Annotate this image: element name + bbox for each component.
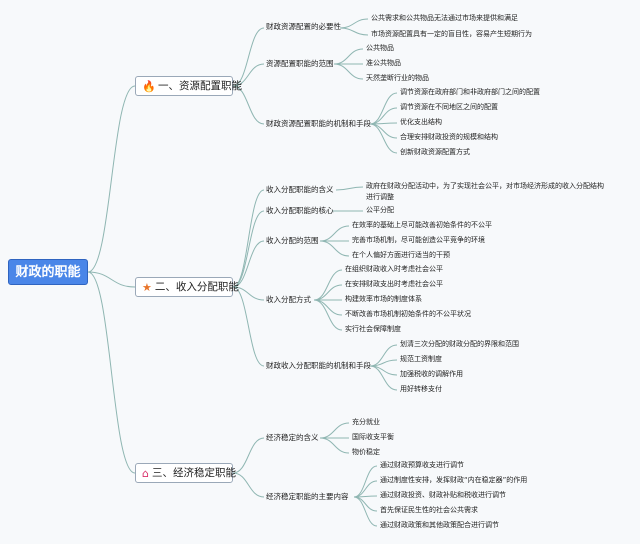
star-icon: ★ — [142, 280, 152, 294]
b2-method-item-3[interactable]: 构建效率市场的制度体系 — [345, 295, 422, 303]
b1-mechanism-item-4[interactable]: 合理安排财政投资的规模和结构 — [400, 133, 498, 141]
b1-mechanism-item-2[interactable]: 调节资源在不同地区之间的配置 — [400, 103, 498, 111]
topic-3-2-to-item-4-line — [353, 496, 378, 512]
topic-3-1-to-item-3-line — [319, 437, 350, 454]
b1-scope-item-1[interactable]: 公共物品 — [366, 44, 394, 52]
b1-scope-item-2[interactable]: 准公共物品 — [366, 59, 401, 67]
b2-method[interactable]: 收入分配方式 — [266, 295, 311, 304]
topic-3-2-to-item-1-line — [353, 465, 378, 498]
b2-mechanism-item-2[interactable]: 规范工资制度 — [400, 355, 442, 363]
b2-scope-item-2[interactable]: 完善市场机制，尽可能创造公平竞争的环境 — [352, 236, 485, 244]
topic-2-5-to-item-4-line — [369, 365, 398, 391]
branch-1-to-topic-3-line — [232, 85, 265, 125]
root-to-branch-2-line — [87, 271, 136, 288]
b3-meaning-item-1[interactable]: 充分就业 — [352, 418, 380, 426]
topic-2-1-to-item-1-line — [335, 186, 364, 191]
b2-meaning[interactable]: 收入分配职能的含义 — [266, 185, 334, 194]
b2-scope[interactable]: 收入分配的范围 — [266, 236, 319, 245]
fire-icon: 🔥 — [142, 79, 156, 93]
b2-method-item-1[interactable]: 在组织财政收入时考虑社会公平 — [345, 265, 443, 273]
topic-2-3-to-item-3-line — [319, 240, 350, 257]
root-node[interactable]: 财政的职能 — [8, 259, 88, 285]
b1-mechanism-item-5[interactable]: 创新财政资源配置方式 — [400, 148, 470, 156]
topic-1-3-to-item-4-line — [369, 123, 398, 139]
b2-method-item-2[interactable]: 在安排财政支出时考虑社会公平 — [345, 280, 443, 288]
b2-mechanism[interactable]: 财政收入分配职能的机制和手段 — [266, 361, 371, 370]
b3-content-item-5[interactable]: 通过财政政策和其他政策配合进行调节 — [380, 521, 499, 529]
b1-necessity[interactable]: 财政资源配置的必要性 — [266, 22, 341, 31]
b3-content-item-1[interactable]: 通过财政预算收支进行调节 — [380, 461, 464, 469]
topic-2-4-to-item-4-line — [313, 299, 343, 316]
branch-2-to-topic-1-line — [232, 189, 265, 288]
branch-2-to-topic-2-line — [232, 210, 265, 288]
b1-scope-item-3[interactable]: 天然垄断行业的物品 — [366, 74, 429, 82]
b2-mechanism-item-4[interactable]: 用好转移支付 — [400, 385, 442, 393]
branch-resource-allocation[interactable]: 🔥一、资源配置职能 — [135, 76, 242, 96]
branch-1-to-topic-2-line — [232, 63, 265, 87]
topic-1-3-to-item-1-line — [369, 92, 398, 125]
topic-2-3-to-item-1-line — [319, 225, 350, 242]
b1-necessity-item-1[interactable]: 公共需求和公共物品无法通过市场来提供和满足 — [371, 14, 518, 22]
b2-scope-item-1[interactable]: 在效率的基础上尽可能改善初始条件的不公平 — [352, 221, 492, 229]
branch-2-to-topic-5-line — [232, 286, 265, 367]
b3-meaning[interactable]: 经济稳定的含义 — [266, 433, 319, 442]
branch-2-to-topic-4-line — [232, 286, 265, 301]
b3-content-item-2[interactable]: 通过制度性安排，发挥财政“内在稳定器”的作用 — [380, 476, 528, 484]
topic-1-2-to-item-1-line — [333, 48, 364, 65]
topic-1-2-to-item-3-line — [333, 63, 364, 80]
b3-meaning-item-2[interactable]: 国际收支平衡 — [352, 433, 394, 441]
b2-core-item-1[interactable]: 公平分配 — [366, 206, 394, 214]
topic-1-3-to-item-2-line — [369, 107, 398, 125]
b2-mechanism-item-3[interactable]: 加强税收的调解作用 — [400, 370, 463, 378]
b1-mechanism-item-3[interactable]: 优化支出结构 — [400, 118, 442, 126]
b3-content-item-4[interactable]: 首先保证民生性的社会公共需求 — [380, 506, 478, 514]
b3-content[interactable]: 经济稳定职能的主要内容 — [266, 492, 349, 501]
topic-1-1-to-item-2-line — [339, 27, 369, 36]
topic-2-4-to-item-2-line — [313, 284, 343, 301]
home-icon: ⌂ — [142, 466, 149, 480]
b1-necessity-item-2[interactable]: 市场资源配置具有一定的盲目性，容易产生短期行为 — [371, 30, 532, 38]
topic-2-4-to-item-5-line — [313, 299, 343, 331]
topic-1-1-to-item-1-line — [339, 18, 369, 29]
branch-2-to-topic-3-line — [232, 240, 265, 288]
b1-scope[interactable]: 资源配置职能的范围 — [266, 59, 334, 68]
topic-3-1-to-item-1-line — [319, 422, 350, 439]
branch-economic-stability[interactable]: ⌂三、经济稳定职能 — [135, 463, 236, 483]
b1-mechanism-item-1[interactable]: 调节资源在政府部门和非政府部门之间的配置 — [400, 88, 540, 96]
b2-method-item-4[interactable]: 不断改善市场机制初始条件的不公平状况 — [345, 310, 471, 318]
topic-1-3-to-item-5-line — [369, 123, 398, 154]
b1-mechanism[interactable]: 财政资源配置职能的机制和手段 — [266, 119, 371, 128]
topic-3-2-to-item-5-line — [353, 496, 378, 527]
b2-scope-item-3[interactable]: 在个人偏好方面进行适当的干预 — [352, 251, 450, 259]
b2-mechanism-item-1[interactable]: 划清三次分配的财政分配的界限和范围 — [400, 340, 519, 348]
b3-content-item-3[interactable]: 通过财政投资、财政补贴和税收进行调节 — [380, 491, 506, 499]
b3-meaning-item-3[interactable]: 物价稳定 — [352, 448, 380, 456]
branch-1-to-topic-1-line — [232, 27, 265, 87]
topic-2-4-to-item-1-line — [313, 269, 343, 301]
root-to-branch-1-line — [87, 85, 136, 273]
topic-3-2-to-item-2-line — [353, 480, 378, 498]
b2-method-item-5[interactable]: 实行社会保障制度 — [345, 325, 401, 333]
branch-3-to-topic-1-line — [232, 437, 265, 474]
branch-income-distribution[interactable]: ★二、收入分配职能 — [135, 277, 239, 297]
b2-meaning-item-1[interactable]: 政府在财政分配活动中，为了实现社会公平，对市场经济形成的收入分配结构进行调整 — [366, 182, 604, 201]
branch-3-to-topic-2-line — [232, 472, 265, 498]
b2-core[interactable]: 收入分配职能的核心 — [266, 206, 334, 215]
root-to-branch-3-line — [87, 271, 136, 474]
